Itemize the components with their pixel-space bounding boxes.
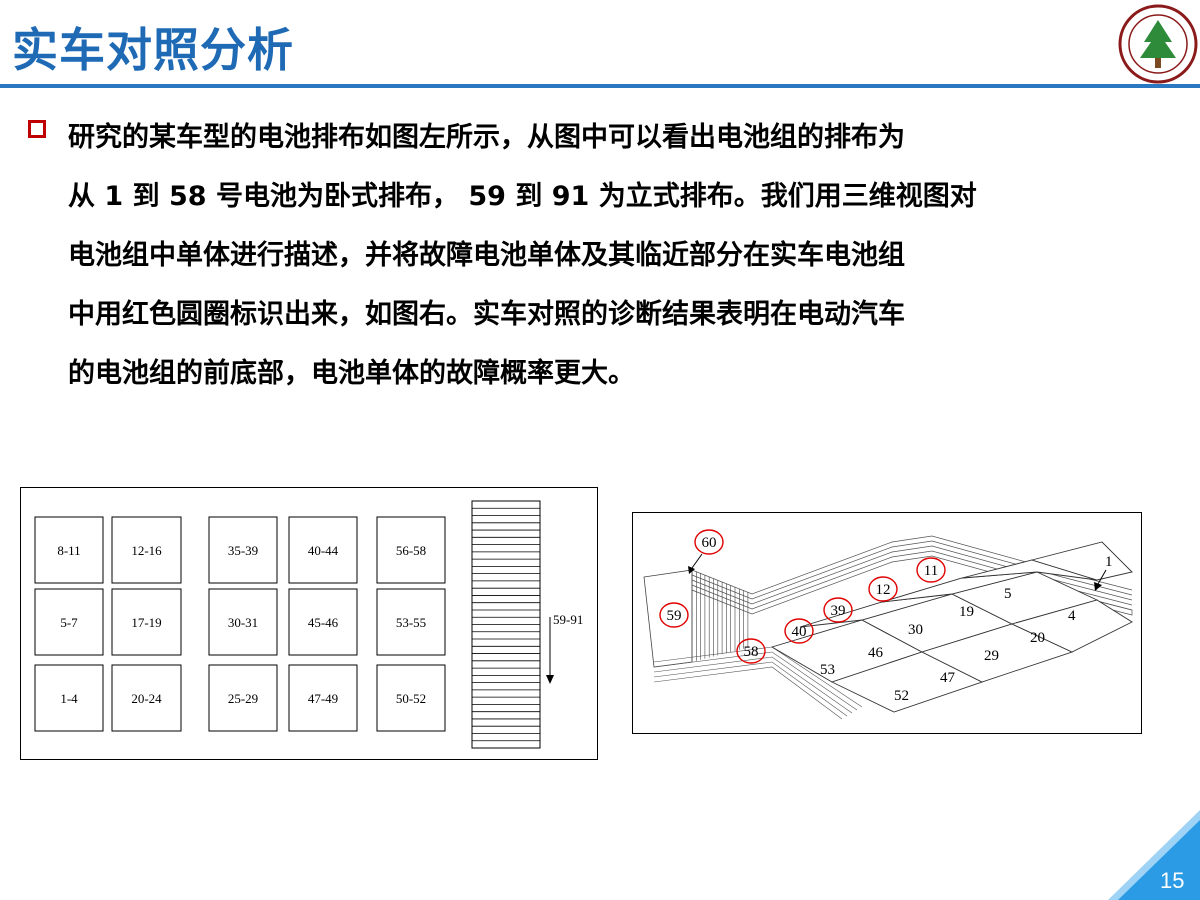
body-paragraph: 研究的某车型的电池排布如图左所示，从图中可以看出电池组的排布为 从 1 到 58… (68, 108, 1128, 403)
battery-group-box (376, 664, 446, 732)
label-60-pointer-icon (688, 566, 695, 574)
battery-layout-diagram: 8-11 12-16 35-39 40-44 56-58 5-7 17-19 30-31 45-… (20, 487, 598, 760)
fault-cell-label: 12 (876, 582, 891, 598)
battery-group-label: 8-11 (57, 543, 80, 558)
cell-number-label: 30 (908, 622, 923, 638)
fault-circle (659, 602, 689, 628)
bullet-square-icon (28, 120, 46, 138)
battery-group-label: 5-7 (60, 615, 78, 630)
battery-group-box (34, 664, 104, 732)
cell-number-label: 5 (1004, 586, 1012, 602)
label-60-pointer-line (691, 553, 703, 569)
fault-cell-label: 60 (702, 535, 717, 551)
cell-number-label: 53 (820, 662, 835, 678)
front-bottom-ribs (653, 646, 863, 720)
fault-cell-label: 59 (667, 608, 682, 624)
body-line-1: 研究的某车型的电池排布如图左所示，从图中可以看出电池组的排布为 (68, 122, 905, 153)
battery-group-box (34, 588, 104, 656)
battery-group-box (288, 664, 358, 732)
cell-number-label: 46 (868, 645, 884, 661)
cell-number-label: 29 (984, 648, 999, 664)
battery-group-label: 30-31 (228, 615, 258, 630)
fault-cell-label: 40 (792, 624, 807, 640)
battery-group-label: 1-4 (60, 691, 78, 706)
battery-group-label: 53-55 (396, 615, 426, 630)
battery-group-box (376, 516, 446, 584)
body-line-3: 电池组中单体进行描述，并将故障电池单体及其临近部分在实车电池组 (68, 240, 905, 271)
vertical-stack-label: 59-91 (553, 612, 583, 627)
cell-number-label: 47 (940, 670, 956, 686)
fault-circle (823, 597, 853, 623)
battery-group-label: 25-29 (228, 691, 258, 706)
cell-number-label: 4 (1068, 608, 1076, 624)
battery-group-box (376, 588, 446, 656)
corner-decoration (1108, 810, 1200, 900)
battery-group-box (34, 516, 104, 584)
battery-group-box (111, 588, 182, 656)
body-line-4: 中用红色圆圈标识出来，如图右。实车对照的诊断结果表明在电动汽车 (68, 299, 905, 330)
battery-3d-view-diagram: 5 19 4 30 20 46 29 53 47 52 60 59 11 12 39 40 58 1 (632, 512, 1142, 734)
battery-group-label: 56-58 (396, 543, 426, 558)
pointer-arrow-line (1097, 569, 1107, 585)
down-arrow-icon (546, 675, 554, 684)
battery-group-box (288, 516, 358, 584)
fault-cell-label: 39 (831, 603, 846, 619)
fault-circle (868, 576, 898, 602)
battery-group-box (208, 516, 278, 584)
battery-group-box (208, 664, 278, 732)
page-number: 15 (1160, 868, 1185, 893)
title-divider (0, 84, 1200, 88)
battery-tiles (770, 541, 1133, 713)
cell-number-label: 20 (1030, 630, 1045, 646)
battery-group-label: 40-44 (308, 543, 339, 558)
battery-group-label: 12-16 (131, 543, 162, 558)
battery-group-label: 35-39 (228, 543, 258, 558)
battery-group-label: 20-24 (131, 691, 162, 706)
fault-circle (736, 638, 766, 664)
pointer-arrow-icon (1094, 582, 1102, 591)
battery-group-label: 47-49 (308, 691, 338, 706)
pointer-label: 1 (1105, 554, 1113, 570)
slide-title: 实车对照分析 (12, 23, 294, 77)
cell-number-label: 52 (894, 688, 909, 704)
fault-circle (784, 618, 814, 644)
battery-group-box (208, 588, 278, 656)
fault-circle (694, 529, 724, 555)
battery-group-label: 17-19 (131, 615, 161, 630)
body-line-5: 的电池组的前底部，电池单体的故障概率更大。 (68, 358, 635, 389)
battery-group-box (111, 516, 182, 584)
cell-number-label: 19 (959, 604, 974, 620)
university-logo-icon (1118, 4, 1198, 84)
fault-cell-label: 11 (924, 563, 938, 579)
battery-group-label: 50-52 (396, 691, 426, 706)
body-line-2: 从 1 到 58 号电池为卧式排布， 59 到 91 为立式排布。我们用三维视图… (68, 181, 977, 212)
battery-group-box (288, 588, 358, 656)
battery-group-label: 45-46 (308, 615, 339, 630)
battery-group-box (111, 664, 182, 732)
vertical-cell-stack (471, 500, 541, 749)
fault-cell-label: 58 (744, 644, 759, 660)
fault-circle (916, 557, 946, 583)
